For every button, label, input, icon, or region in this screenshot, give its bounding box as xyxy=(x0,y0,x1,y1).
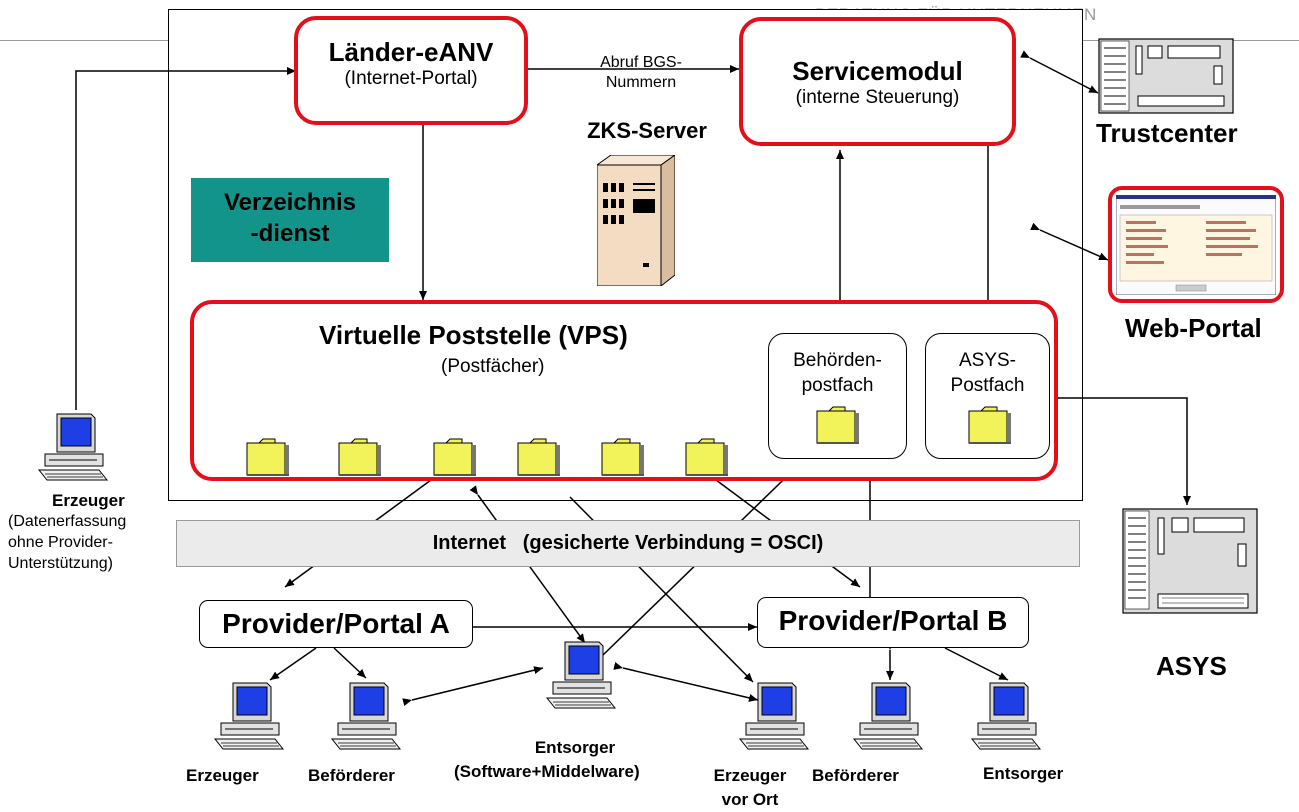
line-befoerderer-entsorger xyxy=(402,666,544,707)
computer-icon-befoerderer-a xyxy=(330,682,402,750)
entsorger-mid-line1: Entsorger xyxy=(534,738,616,757)
folder-icon xyxy=(601,438,644,476)
laender-eanv-subtitle: (Internet-Portal) xyxy=(344,68,478,89)
webportal-label: Web-Portal xyxy=(1125,313,1262,343)
erzeuger-vor-ort-line1: Erzeuger xyxy=(713,766,787,785)
laender-eanv-title: Länder-eANV xyxy=(328,37,494,67)
line-servicemodul-trustcenter xyxy=(1020,50,1099,94)
computer-icon-entsorger-b xyxy=(970,682,1042,750)
servicemodul-subtitle: (interne Steuerung) xyxy=(795,87,960,108)
zks-server-label: ZKS-Server xyxy=(587,118,707,143)
bottom-befoerderer-b-label: Beförderer xyxy=(812,766,899,785)
folder-icon xyxy=(968,406,1011,444)
folder-icon xyxy=(517,438,560,476)
verzeichnis-line2: -dienst xyxy=(250,220,330,247)
provider-portal-b: Provider/Portal B xyxy=(757,597,1029,648)
asys-label: ASYS xyxy=(1156,651,1227,681)
line-provider-b-entsorger xyxy=(935,640,1009,681)
line-asys-postfach-to-asys xyxy=(1050,397,1191,505)
behoerden-line2: postfach xyxy=(801,375,874,396)
servicemodul-title: Servicemodul xyxy=(792,56,963,86)
abruf-line1: Abruf BGS- xyxy=(600,54,682,71)
abruf-label: Abruf BGS- Nummern xyxy=(566,53,716,93)
erzeuger-left-line2: ohne Provider- xyxy=(8,534,113,551)
computer-icon-erzeuger-vor-ort xyxy=(738,682,810,750)
vps-subtitle: (Postfächer) xyxy=(441,356,545,377)
line-erzeuger-to-laender xyxy=(75,67,296,410)
line-zks-webportal xyxy=(1030,222,1109,261)
bottom-erzeuger-label: Erzeuger xyxy=(186,766,259,785)
verzeichnis-line1: Verzeichnis xyxy=(223,189,357,216)
vps-title: Virtuelle Poststelle (VPS) xyxy=(319,320,628,350)
bottom-entsorger-b-label: Entsorger xyxy=(983,764,1064,783)
line-vps-entsorger xyxy=(469,485,586,644)
folder-icon xyxy=(338,438,381,476)
bottom-entsorger-mid-label: Entsorger (Software+Middelware) xyxy=(440,736,710,784)
asys-server-icon xyxy=(1122,508,1258,614)
internet-bar: Internet (gesicherte Verbindung = OSCI) xyxy=(176,520,1080,567)
computer-icon-entsorger-mid xyxy=(545,641,617,709)
asys-postfach-line1: ASYS- xyxy=(958,350,1017,371)
folder-icon xyxy=(246,438,289,476)
erzeuger-left-line3: Unterstützung) xyxy=(8,555,113,572)
folder-icon xyxy=(433,438,476,476)
folder-icon xyxy=(816,406,859,444)
line-provider-a-befoerderer xyxy=(324,638,367,679)
trustcenter-server-icon xyxy=(1098,38,1234,114)
folder-icon xyxy=(685,438,728,476)
laender-eanv-box: Länder-eANV (Internet-Portal) xyxy=(294,16,528,125)
bottom-befoerderer-a-label: Beförderer xyxy=(308,766,395,785)
erzeuger-left-title: Erzeuger xyxy=(52,491,125,510)
erzeuger-left-label: Erzeuger (Datenerfassung ohne Provider- … xyxy=(0,491,172,574)
provider-portal-a: Provider/Portal A xyxy=(199,600,473,648)
trustcenter-label: Trustcenter xyxy=(1096,118,1238,148)
verzeichnisdienst-box: Verzeichnis -dienst xyxy=(191,178,389,262)
computer-icon-befoerderer-b xyxy=(852,682,924,750)
erzeuger-left-line1: (Datenerfassung xyxy=(8,513,127,530)
webportal-screenshot-icon xyxy=(1116,195,1276,295)
abruf-line2: Nummern xyxy=(605,74,677,91)
line-entsorger-erzeuger-vor-ort xyxy=(613,662,759,702)
computer-icon-erzeuger xyxy=(213,682,285,750)
server-tower-icon xyxy=(597,155,675,286)
behoerden-line1: Behörden- xyxy=(793,350,882,371)
line-provider-a-erzeuger xyxy=(269,639,326,681)
servicemodul-box: Servicemodul (interne Steuerung) xyxy=(739,17,1016,146)
webportal-frame xyxy=(1108,186,1284,303)
entsorger-mid-line2: (Software+Middelware) xyxy=(454,762,640,781)
computer-icon-erzeuger-left xyxy=(37,413,109,481)
bottom-erzeuger-vor-ort-label: Erzeuger vor Ort xyxy=(700,764,800,812)
erzeuger-vor-ort-line2: vor Ort xyxy=(721,790,779,809)
asys-postfach-line2: Postfach xyxy=(950,375,1025,396)
